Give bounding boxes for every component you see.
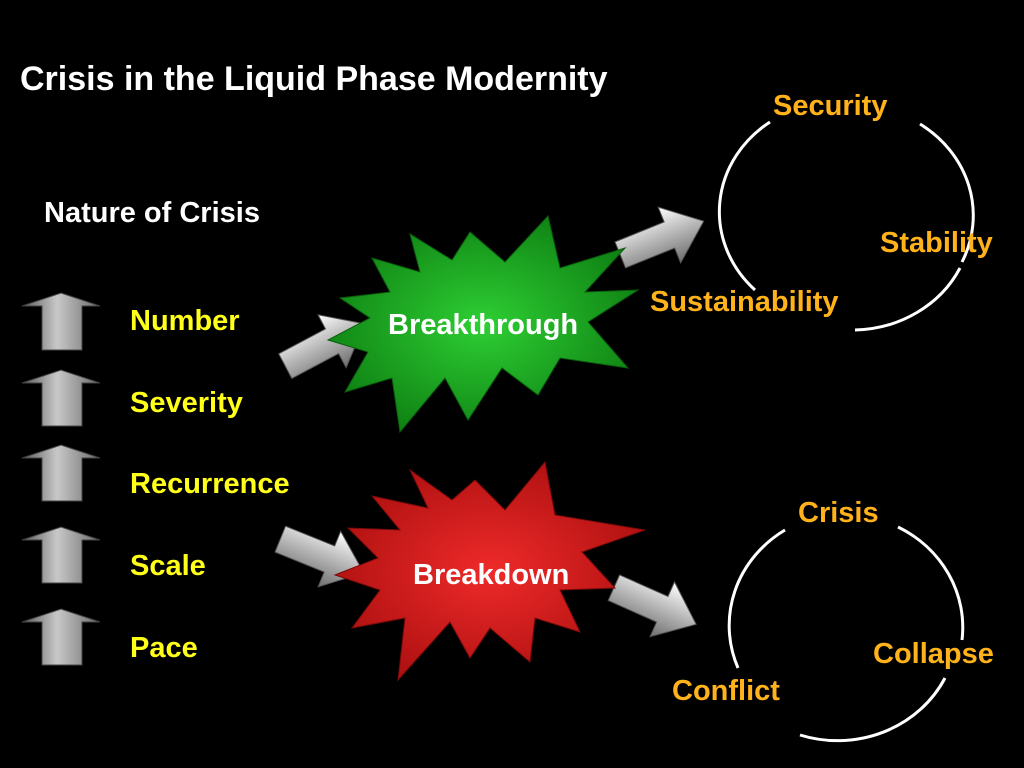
breakdown-label: Breakdown: [413, 559, 570, 591]
factor-label: Severity: [130, 387, 243, 419]
factor-label: Recurrence: [130, 468, 290, 500]
factor-label: Pace: [130, 632, 198, 664]
up-arrow-icon: [21, 292, 101, 351]
flow-arrow-icons: [274, 206, 705, 638]
factor-arrow-icons: [21, 292, 101, 666]
cycle-label-conflict: Conflict: [672, 675, 780, 707]
cycle-label-crisis: Crisis: [798, 497, 879, 529]
factor-label: Number: [130, 305, 240, 337]
breakthrough-cycle-ring: [717, 120, 975, 332]
up-arrow-icon: [21, 608, 101, 666]
up-arrow-icon: [21, 444, 101, 502]
cycle-label-stability: Stability: [880, 227, 993, 259]
right-arrow-icon: [274, 525, 365, 588]
cycle-label-sustainability: Sustainability: [650, 286, 839, 318]
right-arrow-icon: [607, 574, 697, 638]
up-arrow-icon: [21, 526, 101, 584]
breakdown-cycle-ring: [727, 525, 965, 743]
breakthrough-burst: [326, 214, 640, 434]
slide-title: Crisis in the Liquid Phase Modernity: [20, 60, 608, 98]
cycle-label-security: Security: [773, 90, 888, 122]
right-arrow-icon: [614, 206, 705, 269]
section-subtitle: Nature of Crisis: [44, 197, 260, 229]
up-arrow-icon: [21, 369, 101, 427]
breakthrough-label: Breakthrough: [388, 309, 579, 341]
cycle-label-collapse: Collapse: [873, 638, 994, 670]
breakdown-burst: [333, 460, 646, 682]
factor-label: Scale: [130, 550, 206, 582]
